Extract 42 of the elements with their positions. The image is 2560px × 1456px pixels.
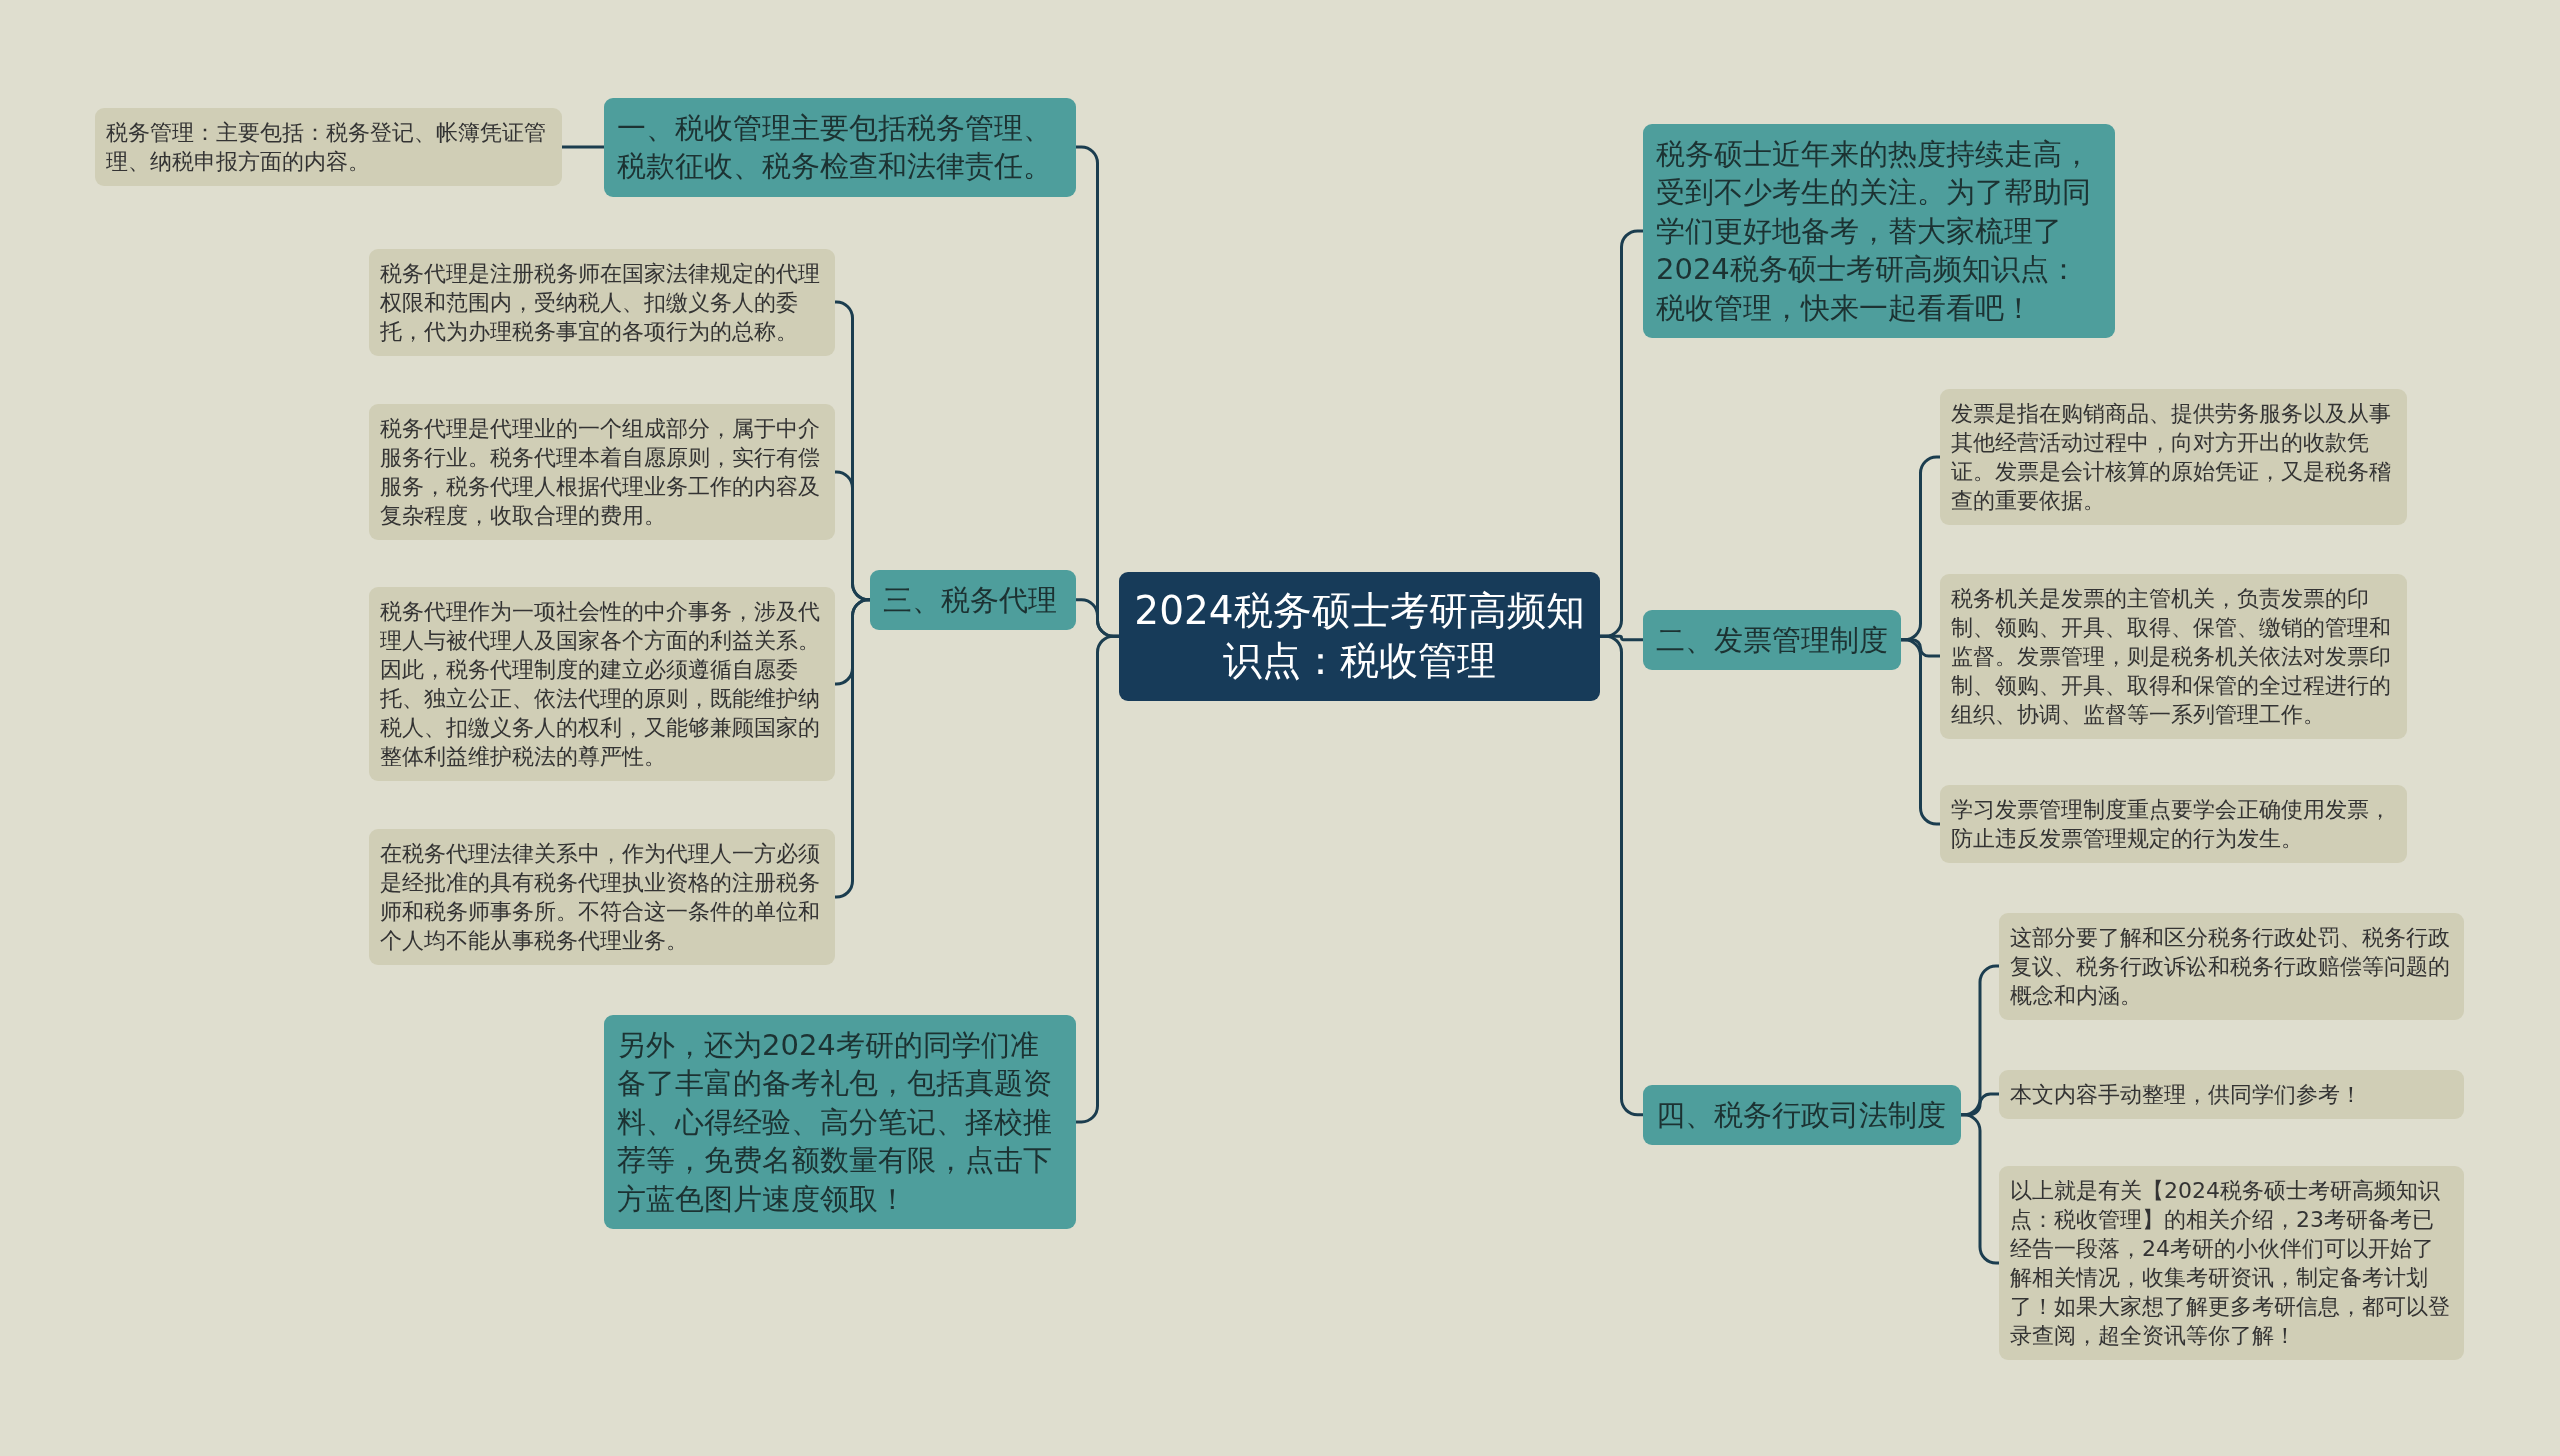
note-text: 税务代理是注册税务师在国家法律规定的代理权限和范围内，受纳税人、扣缴义务人的委托，代为办理税务事宜的各项行为的总称。 [380, 259, 821, 346]
connector-line [1959, 1113, 2001, 1265]
topic-box [604, 1014, 1076, 1230]
note-text: 税务代理是代理业的一个组成部分，属于中介服务行业。税务代理本着自愿原则，实行有偿服务，税务代理人根据代理业务工作的内容及复杂程度，收取合理的费用。 [380, 415, 821, 531]
note-box [369, 404, 835, 541]
note-text: 税务管理：主要包括：税务登记、帐簿凭证管理、纳税申报方面的内容。 [106, 119, 547, 177]
note-box [1999, 912, 2464, 1020]
topic-text: 二、发票管理制度 [1656, 621, 1888, 659]
connector-line [1899, 638, 1942, 826]
topic-text: 三、税务代理 [883, 581, 1058, 619]
note-text: 以上就是有关【2024税务硕士考研高频知识点：税收管理】的相关介绍，23考研备考已经告一段落，24考研的小伙伴们可以开始了解相关情况，收集考研资讯，制定备考计划了！如果大家想了解更多考研信息，都可以登录查阅，超全资讯等你了解！ [2010, 1177, 2451, 1351]
note-text: 学习发票管理制度重点要学会正确使用发票，防止违反发票管理规定的行为发生。 [1951, 796, 2392, 854]
note-text: 在税务代理法律关系中，作为代理人一方必须是经批准的具有税务代理执业资格的注册税务师和税务师事务所。不符合这一条件的单位和个人均不能从事税务代理业务。 [380, 840, 821, 956]
note-box [369, 829, 835, 966]
topic-box [1643, 609, 1901, 671]
connector-line [833, 598, 872, 899]
topic-text: 税务硕士近年来的热度持续走高，受到不少考生的关注。为了帮助同学们更好地备考，替大家梳理了2024税务硕士考研高频知识点：税收管理，快来一起看看吧！ [1656, 135, 2092, 327]
note-text: 这部分要了解和区分税务行政处罚、税务行政复议、税务行政诉讼和税务行政赔偿等问题的概念和内涵。 [2010, 923, 2451, 1010]
note-box [1999, 1166, 2464, 1361]
note-box [1940, 785, 2407, 864]
note-box [1940, 389, 2407, 526]
note-text: 税务代理作为一项社会性的中介事务，涉及代理人与被代理人及国家各个方面的利益关系。因此，税务代理制度的建立必须遵循自愿委托、独立公正、依法代理的原则，既能维护纳税人、扣缴义务人的权利，又能够兼顾国家的整体利益维护税法的尊严性。 [380, 598, 821, 772]
connector-line [560, 145, 606, 149]
connector-line [1598, 634, 1645, 1117]
central-topic-box [1119, 571, 1600, 701]
connector-line [1074, 634, 1121, 1124]
central-topic-text: 2024税务硕士考研高频知识点：税收管理 [1133, 586, 1586, 686]
note-box [95, 108, 562, 187]
note-box [1940, 573, 2407, 739]
topic-text: 另外，还为2024考研的同学们准备了丰富的备考礼包，包括真题资料、心得经验、高分笔记、择校推荐等，免费名额数量有限，点击下方蓝色图片速度领取！ [617, 1026, 1053, 1218]
topic-text: 一、税收管理主要包括税务管理、税款征收、税务检查和法律责任。 [617, 109, 1053, 186]
topic-box [1643, 123, 2115, 339]
topic-box [604, 97, 1076, 197]
note-box [369, 248, 835, 356]
note-box [369, 587, 835, 782]
topic-box [1643, 1084, 1961, 1146]
topic-text: 四、税务行政司法制度 [1656, 1096, 1947, 1134]
note-text: 税务机关是发票的主管机关，负责发票的印制、领购、开具、取得、保管、缴销的管理和监督。发票管理，则是税务机关依法对发票印制、领购、开具、取得和保管的全过程进行的组织、协调、监督等一系列管理工作。 [1951, 584, 2392, 729]
note-text: 本文内容手动整理，供同学们参考！ [2010, 1080, 2363, 1109]
topic-box [870, 569, 1076, 631]
note-box [1999, 1069, 2464, 1119]
note-text: 发票是指在购销商品、提供劳务服务以及从事其他经营活动过程中，向对方开出的收款凭证。发票是会计核算的原始凭证，又是税务稽查的重要依据。 [1951, 400, 2392, 516]
